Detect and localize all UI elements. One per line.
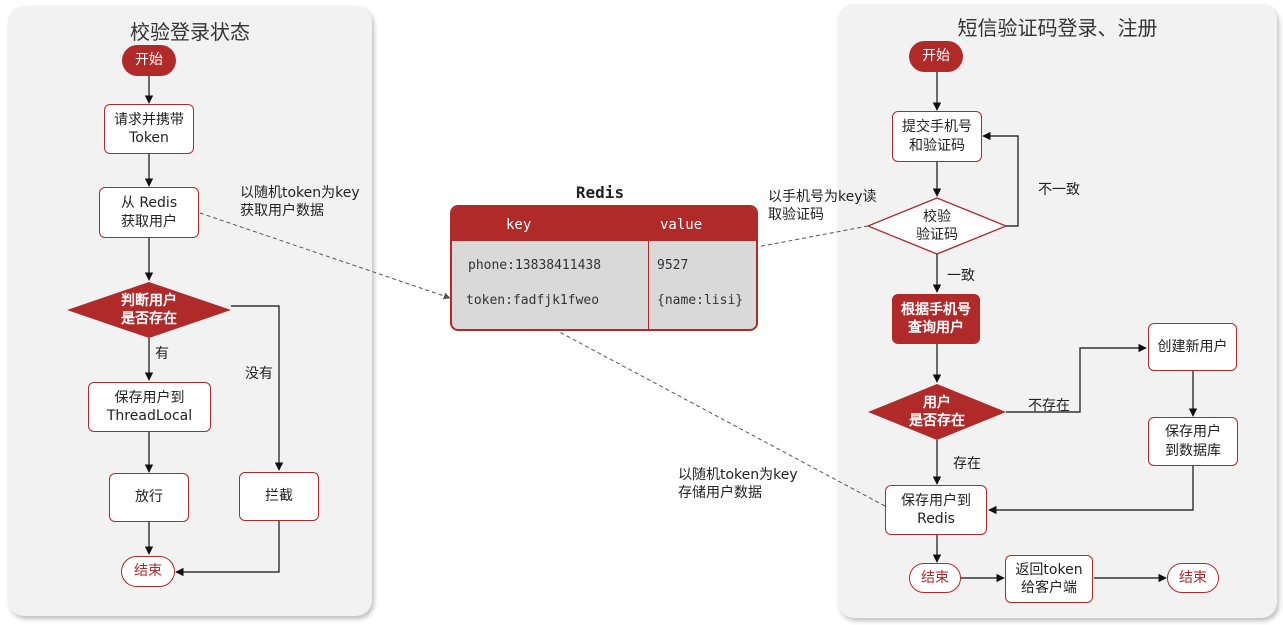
right-start-node: 开始 [909, 41, 963, 72]
verify-code-text: 校验 验证码 [916, 208, 958, 243]
left-decision-text: 判断用户 是否存在 [121, 292, 177, 327]
no-label: 没有 [245, 366, 273, 382]
right-end-node-2: 结束 [1167, 563, 1219, 593]
save-db-node: 保存用户 到数据库 [1148, 417, 1238, 466]
request-token-node: 请求并携带 Token [104, 104, 194, 154]
redis-row-2-key: token:fadfjk1fweo [466, 293, 600, 308]
query-user-node: 根据手机号 查询用户 [892, 294, 980, 344]
yes-label: 有 [155, 346, 169, 362]
user-exists-text: 用户 是否存在 [909, 394, 965, 429]
left-panel-title: 校验登录状态 [130, 20, 250, 44]
get-user-redis-node: 从 Redis 获取用户 [99, 187, 199, 238]
return-token-node: 返回token 给客户端 [1005, 555, 1093, 603]
redis-title: Redis [575, 183, 625, 202]
mismatch-label: 不一致 [1038, 182, 1080, 198]
annotation-store-by-token: 以随机token为key 存储用户数据 [678, 467, 798, 502]
redis-header-value: value [660, 217, 703, 233]
redis-column-divider [648, 241, 649, 329]
redis-row-1-key: phone:13838411438 [468, 258, 602, 273]
redis-table-header: key value [452, 207, 756, 241]
annotation-get-by-token: 以随机token为key 获取用户数据 [240, 185, 360, 220]
annotation-read-code-by-phone: 以手机号为key读 取验证码 [768, 189, 877, 224]
match-label: 一致 [947, 268, 975, 284]
not-exist-label: 不存在 [1028, 398, 1070, 414]
right-end-node-1: 结束 [909, 563, 961, 593]
intercept-node: 拦截 [239, 472, 319, 521]
submit-phone-code-node: 提交手机号 和验证码 [892, 111, 982, 162]
save-redis-node: 保存用户到 Redis [885, 485, 987, 535]
left-end-node: 结束 [121, 556, 175, 587]
redis-row-1-value: 9527 [657, 258, 689, 273]
create-user-node: 创建新用户 [1148, 323, 1237, 371]
pass-node: 放行 [109, 473, 189, 522]
redis-header-key: key [506, 217, 532, 233]
exist-label: 存在 [953, 456, 981, 472]
left-start-node: 开始 [122, 45, 176, 76]
save-threadlocal-node: 保存用户到 ThreadLocal [88, 382, 211, 432]
right-panel-title: 短信验证码登录、注册 [957, 16, 1158, 40]
redis-table: key value phone:13838411438 9527 token:f… [450, 205, 758, 331]
redis-row-2-value: {name:lisi} [657, 293, 744, 308]
